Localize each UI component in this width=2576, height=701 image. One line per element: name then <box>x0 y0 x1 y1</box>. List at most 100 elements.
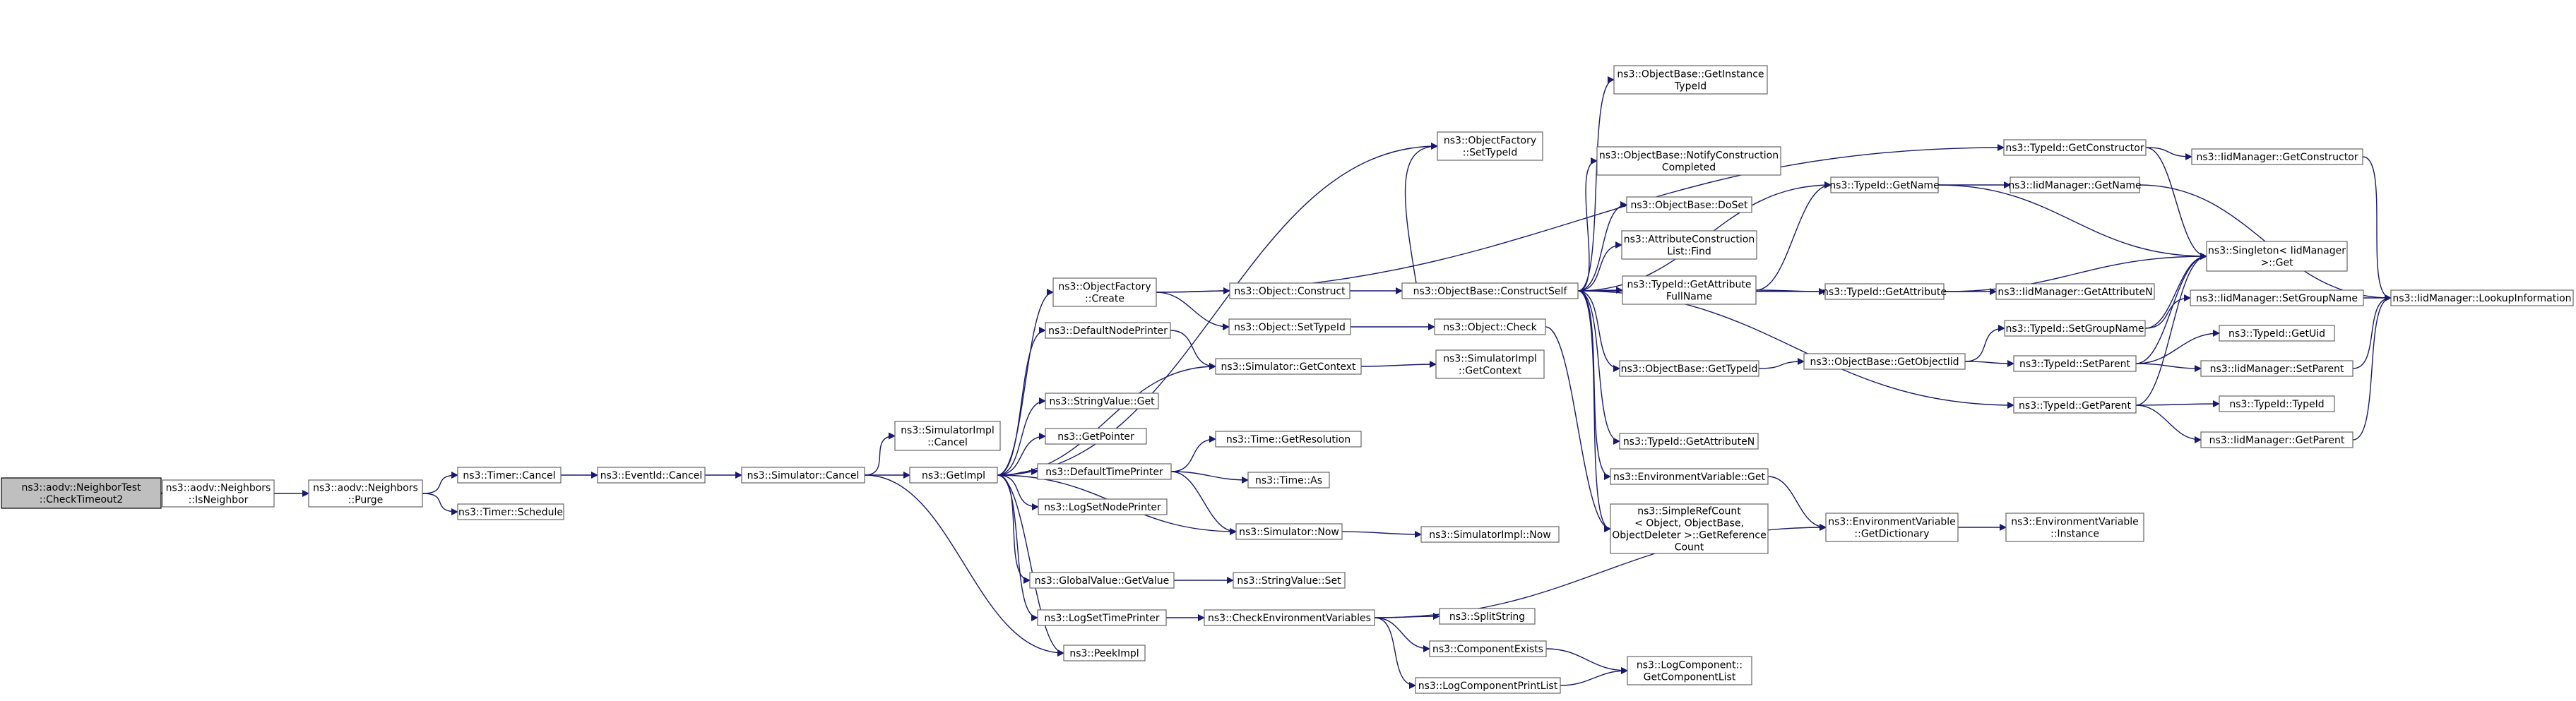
node-box <box>1613 65 1768 95</box>
node-box <box>1622 275 1757 305</box>
node-iidgetconstructor[interactable]: ns3::IidManager::GetConstructor <box>2191 148 2363 165</box>
node-tidgetparent[interactable]: ns3::TypeId::GetParent <box>2013 397 2137 414</box>
node-label: ns3::StringValue::Set <box>1237 575 1341 587</box>
node-logsettimeprinter[interactable]: ns3::LogSetTimePrinter <box>1037 609 1167 626</box>
node-label: ns3::DefaultNodePrinter <box>1048 325 1168 337</box>
edge-deftimeprinter-to-simnow <box>1170 471 1237 535</box>
edge-getimpl-to-logsetnodeprinter <box>997 474 1039 510</box>
node-timercancel[interactable]: ns3::Timer::Cancel <box>457 467 562 484</box>
node-box <box>1229 282 1351 299</box>
node-ofsettypeid[interactable]: ns3::ObjectFactory::SetTypeId <box>1437 131 1543 161</box>
node-label: ns3::ObjectBase::NotifyConstruction <box>1599 150 1779 162</box>
node-simplerefcount[interactable]: ns3::SimpleRefCount< Object, ObjectBase,… <box>1610 503 1769 554</box>
node-label: ns3::LogComponentPrintList <box>1418 681 1558 692</box>
node-label: ns3::aodv::NeighborTest <box>21 482 141 493</box>
edge-getimpl-to-gvgetvalue <box>997 474 1031 584</box>
node-logsetnodeprinter[interactable]: ns3::LogSetNodePrinter <box>1038 498 1168 515</box>
node-iidlookup[interactable]: ns3::IidManager::LookupInformation <box>2390 289 2574 306</box>
node-box <box>1233 572 1346 589</box>
node-iidsetgroupname[interactable]: ns3::IidManager::SetGroupName <box>2190 289 2364 306</box>
node-label: ns3::GetImpl <box>922 470 985 481</box>
node-box <box>2190 289 2364 306</box>
node-getimpl[interactable]: ns3::GetImpl <box>909 467 998 484</box>
node-tidgetconstructor[interactable]: ns3::TypeId::GetConstructor <box>2003 139 2147 156</box>
node-strvalset[interactable]: ns3::StringValue::Set <box>1233 572 1346 589</box>
node-tidsetparent[interactable]: ns3::TypeId::SetParent <box>2013 355 2137 372</box>
node-root[interactable]: ns3::aodv::NeighborTest::CheckTimeout2 <box>1 477 162 509</box>
edge-getimpl-to-ofcreate <box>997 289 1054 476</box>
node-label: ns3::EventId::Cancel <box>600 470 703 481</box>
node-obgetobjectiid[interactable]: ns3::ObjectBase::GetObjectIid <box>1803 353 1966 370</box>
node-gvgetvalue[interactable]: ns3::GlobalValue::GetValue <box>1029 572 1175 589</box>
node-box <box>2206 241 2348 272</box>
node-envinstance[interactable]: ns3::EnvironmentVariable::Instance <box>2005 513 2144 542</box>
node-constructself[interactable]: ns3::ObjectBase::ConstructSelf <box>1401 282 1579 299</box>
node-simnow[interactable]: ns3::Simulator::Now <box>1235 523 1343 540</box>
node-checkenv[interactable]: ns3::CheckEnvironmentVariables <box>1204 609 1375 626</box>
node-singletonget[interactable]: ns3::Singleton< IidManager >::Get <box>2206 241 2348 272</box>
node-label: ns3::IidManager::SetGroupName <box>2196 293 2358 304</box>
node-compexists[interactable]: ns3::ComponentExists <box>1429 640 1547 657</box>
node-box <box>2005 513 2144 542</box>
node-label: ns3::StringValue::Get <box>1049 396 1155 407</box>
node-strvalget[interactable]: ns3::StringValue::Get <box>1045 393 1159 409</box>
node-box <box>1439 608 1536 625</box>
node-logcompprint[interactable]: ns3::LogComponentPrintList <box>1415 677 1561 694</box>
node-isneighbor[interactable]: ns3::aodv::Neighbors::IsNeighbor <box>162 479 275 508</box>
node-timeas[interactable]: ns3::Time::As <box>1247 472 1330 489</box>
node-tidgetattr[interactable]: ns3::TypeId::GetAttribute <box>1822 283 1947 300</box>
node-simcancel[interactable]: ns3::Simulator::Cancel <box>741 467 865 484</box>
edge-constructself-to-envget <box>1577 290 1611 480</box>
node-box <box>2004 320 2146 337</box>
node-timerschedule[interactable]: ns3::Timer::Schedule <box>457 503 564 520</box>
node-simimplnow[interactable]: ns3::SimulatorImpl::Now <box>1420 526 1560 543</box>
node-splitstring[interactable]: ns3::SplitString <box>1439 608 1536 625</box>
node-objconstruct[interactable]: ns3::Object::Construct <box>1229 282 1351 299</box>
node-iidgetname[interactable]: ns3::IidManager::GetName <box>2008 176 2142 193</box>
node-label: ns3::LogSetNodePrinter <box>1044 502 1161 513</box>
node-label: ns3::IidManager::GetConstructor <box>2196 152 2358 163</box>
node-objsettypeid[interactable]: ns3::Object::SetTypeId <box>1228 318 1351 335</box>
node-iidgetattrn[interactable]: ns3::IidManager::GetAttributeN <box>1995 283 2155 300</box>
node-label: ns3::Object::Construct <box>1234 286 1346 297</box>
node-tidtypeid[interactable]: ns3::TypeId::TypeId <box>2219 395 2335 412</box>
node-label: ns3::EnvironmentVariable::Get <box>1613 472 1765 483</box>
node-simimplcancel[interactable]: ns3::SimulatorImpl::Cancel <box>894 421 1001 451</box>
node-label: ns3::IidManager::LookupInformation <box>2392 293 2571 304</box>
node-simgetcontext[interactable]: ns3::Simulator::GetContext <box>1215 358 1362 375</box>
node-label: >::Get <box>2260 258 2293 269</box>
node-objcheck[interactable]: ns3::Object::Check <box>1434 318 1546 335</box>
node-peekimpl[interactable]: ns3::PeekImpl <box>1063 645 1146 661</box>
node-label: ns3::ObjectBase::GetInstance <box>1617 69 1764 80</box>
node-eventcancel[interactable]: ns3::EventId::Cancel <box>597 467 706 484</box>
node-purge[interactable]: ns3::aodv::Neighbors::Purge <box>308 479 423 508</box>
node-logcompgetlist[interactable]: ns3::LogComponent::GetComponentList <box>1627 656 1752 685</box>
node-label: ns3::SimpleRefCount <box>1637 506 1741 517</box>
edge-tidsetparent-to-tidgetuid <box>2135 330 2220 364</box>
node-envgetdict[interactable]: ns3::EnvironmentVariable::GetDictionary <box>1825 513 1959 542</box>
node-iidgetparent[interactable]: ns3::IidManager::GetParent <box>2200 431 2354 448</box>
node-simimplgetcontext[interactable]: ns3::SimulatorImpl::GetContext <box>1435 349 1545 379</box>
node-timegetres[interactable]: ns3::Time::GetResolution <box>1215 431 1362 448</box>
node-label: ::Instance <box>2050 529 2099 540</box>
node-obdoset[interactable]: ns3::ObjectBase::DoSet <box>1626 196 1752 213</box>
node-deftimeprinter[interactable]: ns3::DefaultTimePrinter <box>1037 463 1172 480</box>
node-tidgetattrn[interactable]: ns3::TypeId::GetAttributeN <box>1619 433 1759 450</box>
node-tidsetgroupname[interactable]: ns3::TypeId::SetGroupName <box>2004 320 2146 337</box>
edge-iidsetparent-to-iidlookup <box>2352 294 2392 369</box>
node-obnotify[interactable]: ns3::ObjectBase::NotifyConstructionCompl… <box>1596 146 1781 176</box>
node-getpointer[interactable]: ns3::GetPointer <box>1045 428 1147 445</box>
node-iidsetparent[interactable]: ns3::IidManager::SetParent <box>2200 360 2354 377</box>
edge-constructself-to-simplerefcount <box>1577 290 1611 532</box>
node-tidgetuid[interactable]: ns3::TypeId::GetUid <box>2219 325 2335 342</box>
node-box <box>2010 176 2140 193</box>
node-tidgetname[interactable]: ns3::TypeId::GetName <box>1829 176 1940 193</box>
node-envget[interactable]: ns3::EnvironmentVariable::Get <box>1610 468 1769 485</box>
node-defnodeprinter[interactable]: ns3::DefaultNodePrinter <box>1045 322 1171 339</box>
node-obgettypeid[interactable]: ns3::ObjectBase::GetTypeId <box>1619 360 1759 377</box>
edge-obgetobjectiid-to-tidsetgroupname <box>1964 325 2005 362</box>
node-ofcreate[interactable]: ns3::ObjectFactory::Create <box>1052 277 1157 307</box>
